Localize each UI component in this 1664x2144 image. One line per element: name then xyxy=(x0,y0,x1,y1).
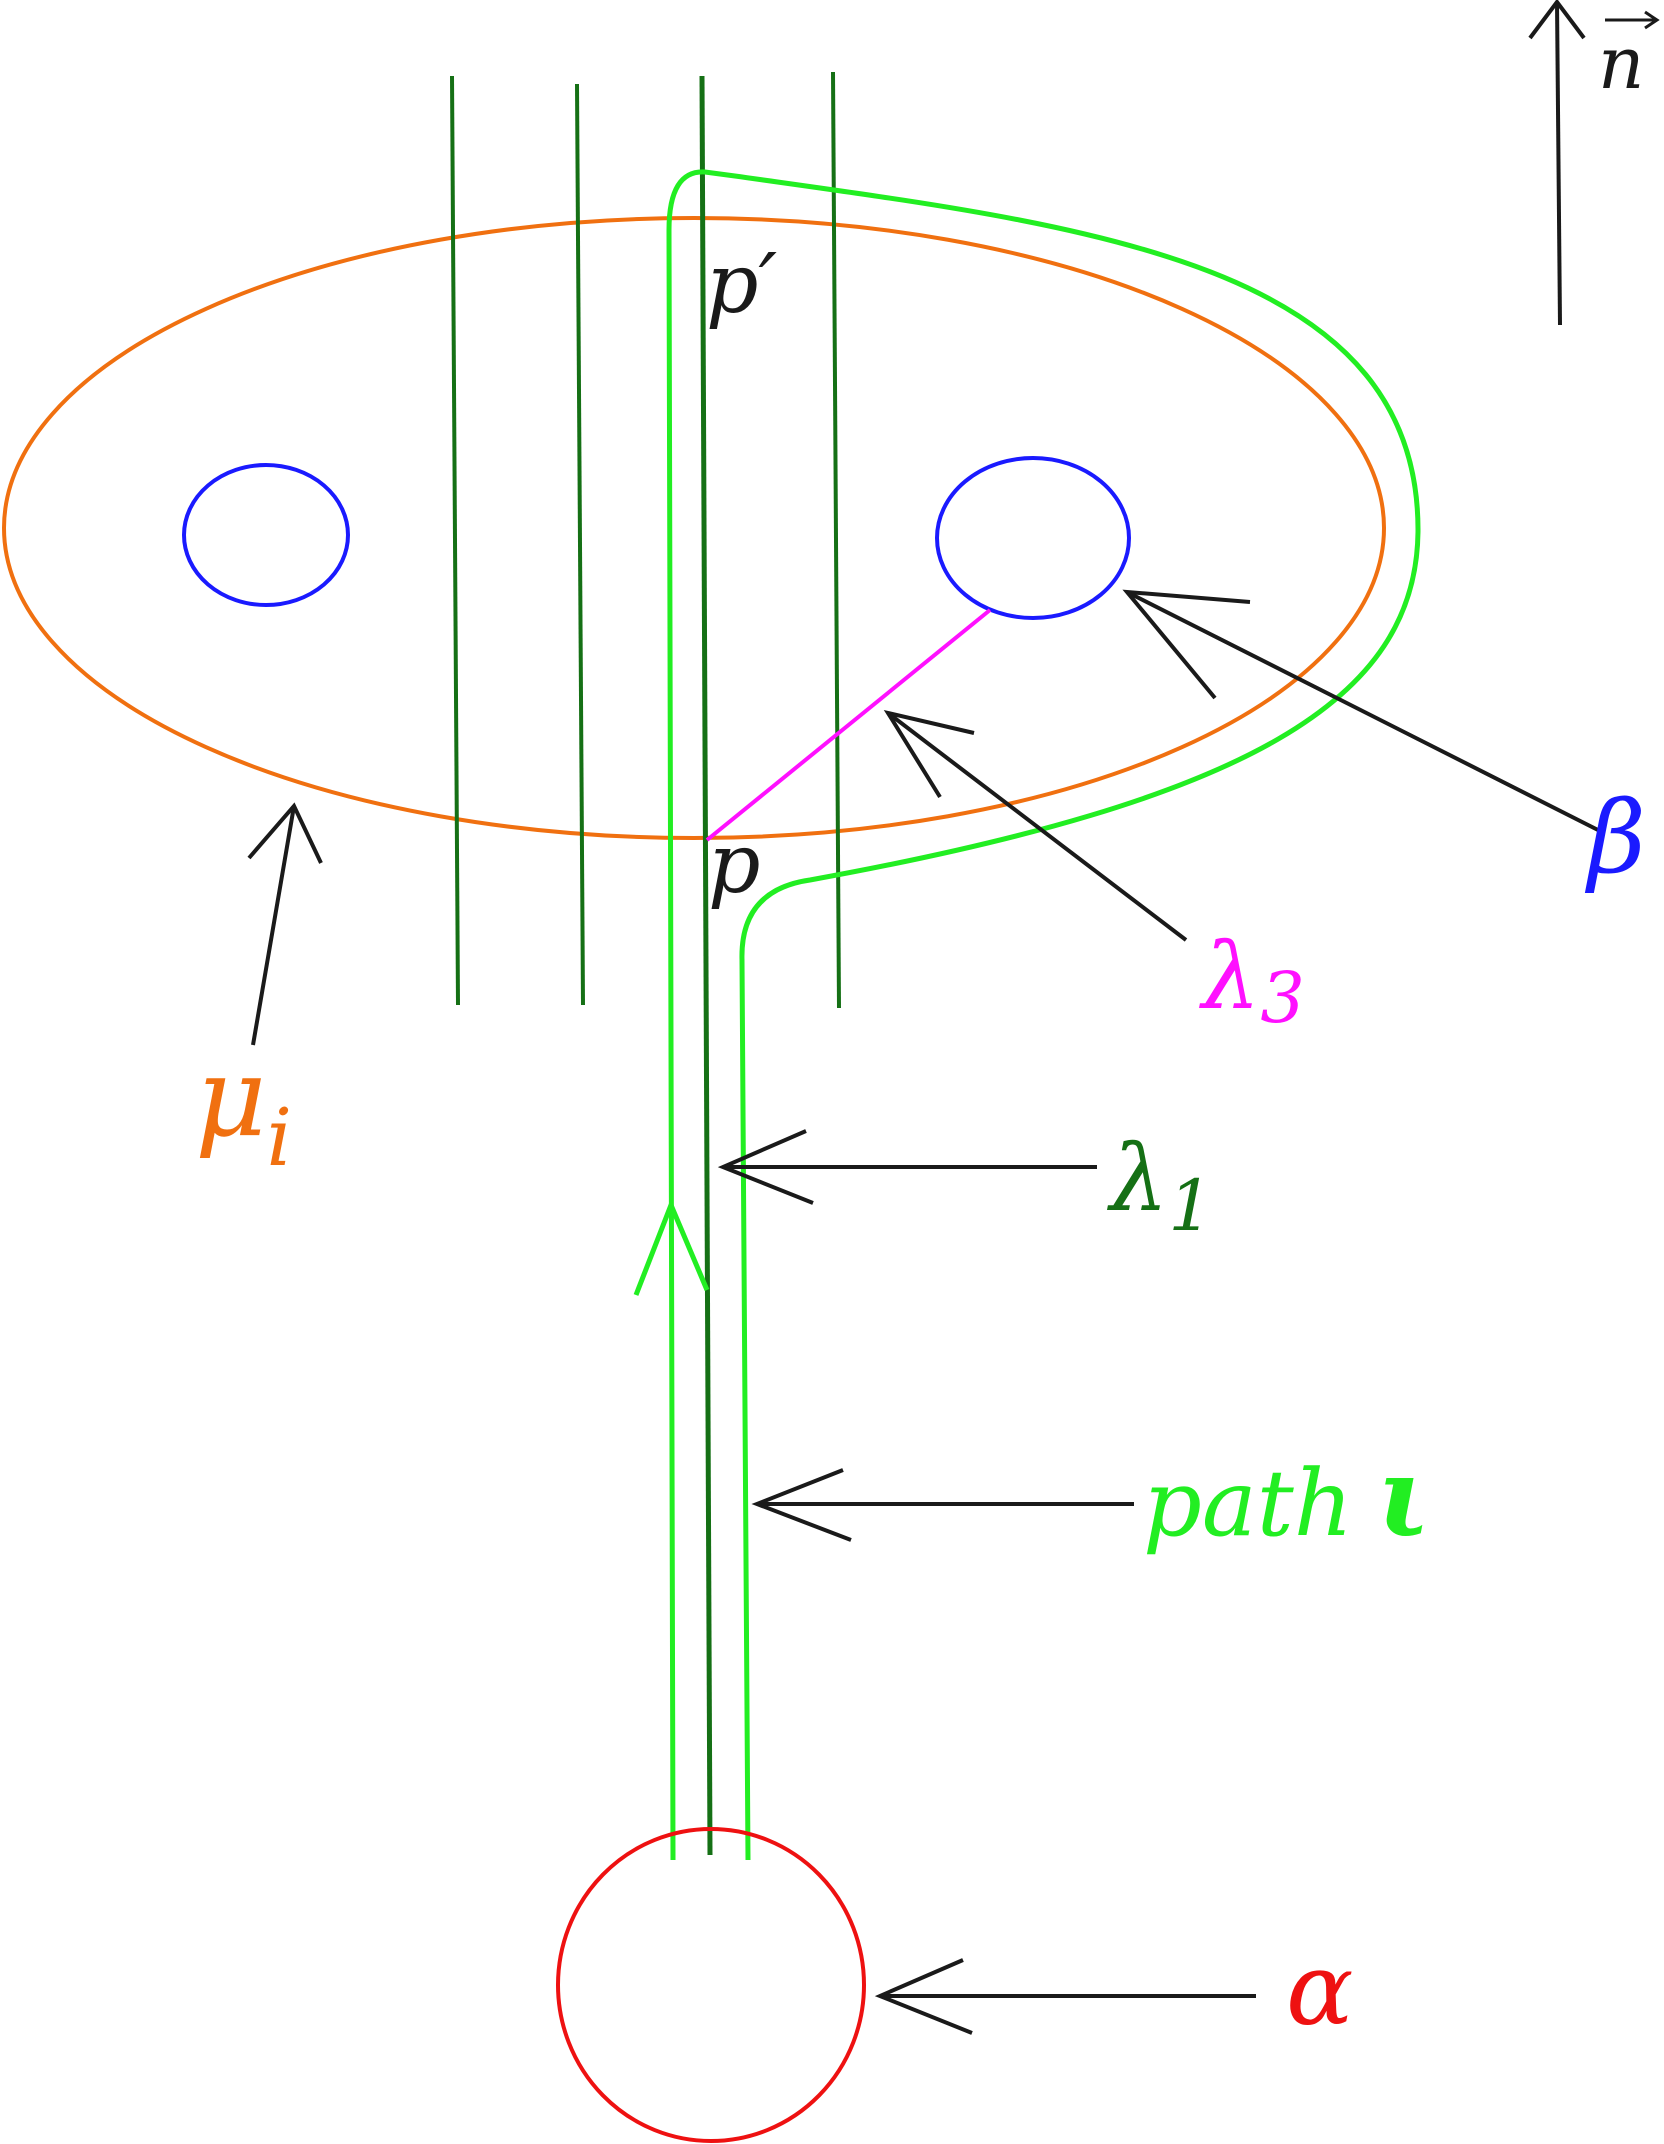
surface-mu-i xyxy=(2,216,1386,840)
blue-circle-right xyxy=(935,456,1131,620)
mu-i-label: μi xyxy=(195,1033,292,1184)
lambda1-label: λ1 xyxy=(1106,1125,1213,1247)
path-pointer xyxy=(751,1468,1134,1542)
beta-label: β xyxy=(1584,779,1646,896)
lambda3-pointer-arrowhead xyxy=(883,709,975,799)
lambda1-subscript: 1 xyxy=(1168,1165,1213,1247)
beta-pointer-arrowhead xyxy=(1122,589,1251,700)
lambda3-subscript: 3 xyxy=(1260,957,1305,1039)
normal-vector: n xyxy=(1528,0,1660,326)
mu-pointer-arrowhead xyxy=(247,802,323,864)
dark-green-line-2 xyxy=(575,83,585,1006)
lambda3-pointer xyxy=(883,709,1188,942)
lambda1-pointer xyxy=(717,1129,1097,1205)
point-p-label: p xyxy=(708,817,761,912)
alpha-circle xyxy=(556,1827,866,2143)
mu-pointer-shaft xyxy=(251,805,296,1046)
lambda3-pointer-shaft xyxy=(886,711,1188,942)
lambda3-arc xyxy=(705,608,992,842)
alpha-pointer-arrowhead xyxy=(874,1958,973,2035)
beta-pointer-shaft xyxy=(1126,590,1599,832)
alpha-pointer xyxy=(874,1958,1256,2035)
mu-pointer xyxy=(247,802,323,1046)
alpha-label: α xyxy=(1286,1931,1354,2048)
path-word: path xyxy=(1143,1450,1353,1557)
blue-circle-left xyxy=(182,463,350,607)
lambda3-symbol: λ xyxy=(1198,923,1260,1030)
lambda3-label: λ3 xyxy=(1198,923,1305,1039)
path-iota-arrowhead xyxy=(633,1198,710,1296)
dark-green-line-1 xyxy=(450,75,460,1006)
path-iota xyxy=(666,169,1421,1861)
mu-symbol: μ xyxy=(195,1033,267,1161)
normal-vector-arrowhead xyxy=(1528,0,1586,40)
normal-vector-label: n xyxy=(1598,21,1644,105)
path-pointer-arrowhead xyxy=(751,1468,852,1542)
lambda1-line xyxy=(699,75,713,1856)
path-iota-symbol: ι xyxy=(1377,1432,1430,1561)
normal-vector-label-arrowhead xyxy=(1644,10,1660,30)
lambda1-symbol: λ xyxy=(1106,1125,1168,1232)
dark-green-line-4 xyxy=(831,71,841,1009)
mu-subscript: i xyxy=(267,1091,293,1184)
point-p-prime-label: p′ xyxy=(706,237,777,332)
beta-pointer xyxy=(1122,589,1599,832)
normal-vector-shaft xyxy=(1555,1,1562,326)
lambda1-pointer-arrowhead xyxy=(717,1129,814,1205)
